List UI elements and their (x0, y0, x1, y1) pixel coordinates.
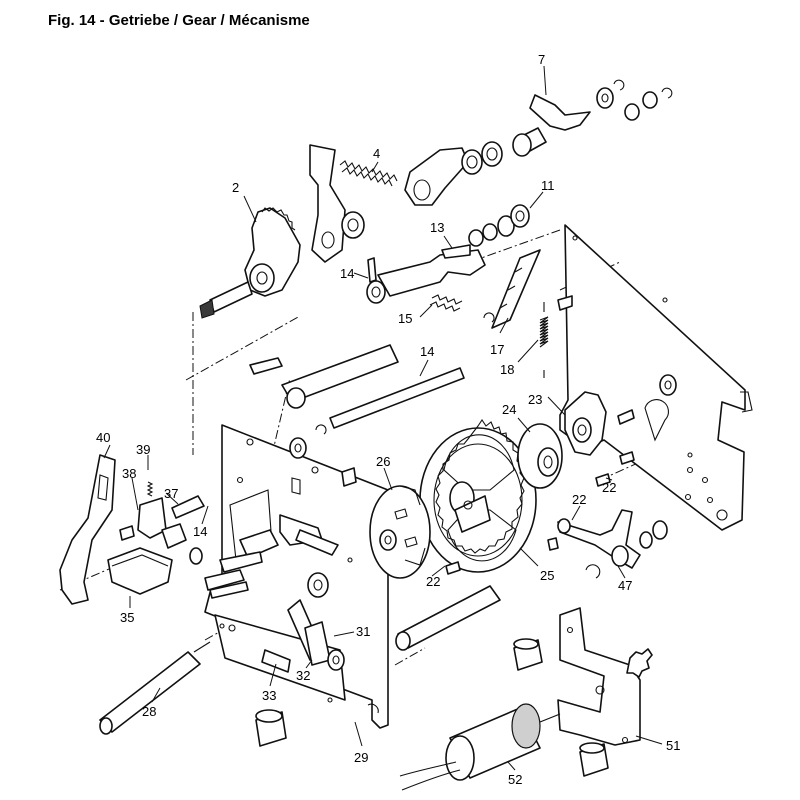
callout-23: 23 (528, 392, 542, 407)
standoffs (255, 638, 609, 777)
cam-lever-7 (404, 79, 673, 206)
callout-35: 35 (120, 610, 134, 625)
callout-29: 29 (354, 750, 368, 765)
spring-18 (539, 295, 573, 378)
large-gear-25 (419, 419, 537, 573)
callout-7: 7 (538, 52, 545, 67)
shaft-14 (249, 344, 465, 487)
spring-bracket-4 (309, 144, 398, 263)
motor-52 (399, 703, 561, 791)
callout-22-disk: 22 (426, 574, 440, 589)
bracket-37 (119, 481, 205, 549)
callout-37: 37 (164, 486, 178, 501)
callout-47: 47 (618, 578, 632, 593)
housing-35 (107, 547, 203, 595)
callout-33: 33 (262, 688, 276, 703)
callout-13: 13 (430, 220, 444, 235)
callout-17: 17 (490, 342, 504, 357)
lever-40 (59, 454, 116, 605)
callout-2: 2 (232, 180, 239, 195)
right-side-plate (559, 224, 753, 531)
callout-26: 26 (376, 454, 390, 469)
callout-22-plate: 22 (602, 480, 616, 495)
callout-32: 32 (296, 668, 310, 683)
figure-title: Fig. 14 - Getriebe / Gear / Mécanisme (48, 12, 310, 29)
sector-lever-2 (199, 207, 301, 319)
callout-38: 38 (122, 466, 136, 481)
callout-numbers: 7 4 2 11 13 14 15 17 18 14 23 24 26 22 2… (96, 52, 680, 787)
callout-4: 4 (373, 146, 380, 161)
callout-40: 40 (96, 430, 110, 445)
callout-51: 51 (666, 738, 680, 753)
callout-22-lever: 22 (572, 492, 586, 507)
callout-15: 15 (398, 311, 412, 326)
callout-39: 39 (136, 442, 150, 457)
lever-assembly-13 (366, 204, 530, 312)
slotted-link-17 (483, 249, 541, 329)
callout-14-upper: 14 (340, 266, 354, 281)
callout-11: 11 (541, 178, 555, 193)
motor-bracket-51 (557, 607, 653, 746)
callout-18: 18 (500, 362, 514, 377)
leader-lines (103, 65, 663, 771)
roller-rod (395, 585, 501, 651)
rod-28 (99, 641, 211, 735)
gear-hub-24 (517, 423, 635, 551)
center-linkages (204, 514, 345, 673)
callout-14-shaft: 14 (420, 344, 434, 359)
slotted-disk-26 (369, 485, 461, 579)
lever-47 (557, 509, 668, 579)
cam-23 (564, 374, 677, 456)
callout-31: 31 (356, 624, 370, 639)
callout-24: 24 (502, 402, 516, 417)
callout-14-left: 14 (193, 524, 207, 539)
callout-52: 52 (508, 772, 522, 787)
callout-28: 28 (142, 704, 156, 719)
callout-25: 25 (540, 568, 554, 583)
